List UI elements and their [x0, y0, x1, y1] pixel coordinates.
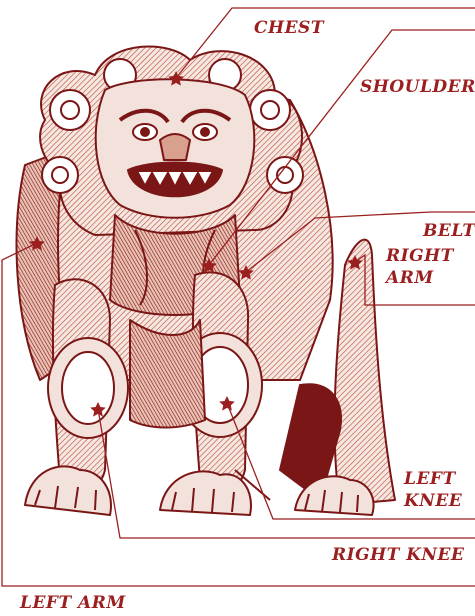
label-left-knee-line2: KNEE — [404, 490, 462, 512]
label-left-arm: LEFT ARM — [20, 592, 126, 614]
label-chest: CHEST — [254, 17, 324, 39]
lion-body — [17, 46, 395, 515]
label-right-arm-line2: ARM — [386, 267, 454, 289]
label-left-knee: LEFT KNEE — [404, 468, 462, 512]
label-shoulder: SHOULDER — [360, 76, 475, 98]
label-right-knee: RIGHT KNEE — [332, 544, 464, 566]
label-belt: BELT — [423, 220, 475, 242]
label-left-knee-line1: LEFT — [404, 468, 462, 490]
label-right-arm-line1: RIGHT — [386, 245, 454, 267]
label-right-arm: RIGHT ARM — [386, 245, 454, 289]
